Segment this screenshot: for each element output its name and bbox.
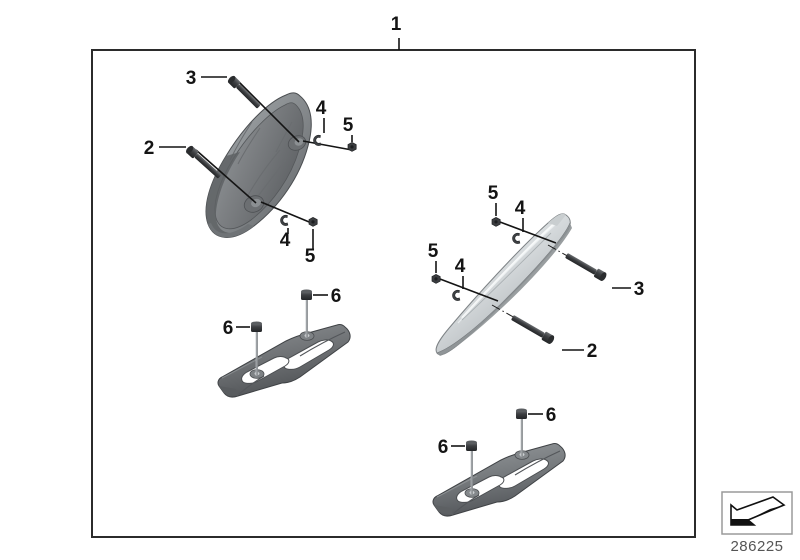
bracket-lower <box>432 443 566 517</box>
screw-6-bracketB-right <box>516 408 527 457</box>
bolt-2-right <box>491 304 555 344</box>
callout-5-right-lower: 5 <box>428 241 439 262</box>
washer-4-left-lower <box>260 201 315 226</box>
callout-6-bracketB-left: 6 <box>438 437 449 458</box>
nut-5-right-lower <box>431 274 499 302</box>
bolt-3-right <box>547 244 607 281</box>
callout-2-right: 2 <box>587 341 598 362</box>
bracket-upper <box>217 324 351 398</box>
part-number: 286225 <box>730 538 783 555</box>
nut-5-left-upper <box>347 142 357 152</box>
screw-6-bracketA-left <box>251 321 262 376</box>
callout-2-left: 2 <box>144 138 155 159</box>
callout-5-left-upper: 5 <box>343 115 354 136</box>
washer-4-right-lower <box>452 289 461 301</box>
callout-3-right: 3 <box>634 279 645 300</box>
screw-6-bracketA-right <box>301 289 312 338</box>
screw-6-bracketB-left <box>466 440 477 495</box>
callout-3-left: 3 <box>186 68 197 89</box>
callout-layer: 1 3 2 4 5 4 5 5 4 5 4 3 2 6 6 6 6 <box>144 14 645 458</box>
callout-4-right-lower: 4 <box>455 256 466 277</box>
bmw-parts-arrow-logo <box>730 496 786 526</box>
callout-4-left-lower: 4 <box>280 230 291 251</box>
callout-1: 1 <box>391 14 402 35</box>
diagram-footer: 286225 <box>721 491 793 555</box>
nut-5-right-upper <box>491 217 557 244</box>
washer-4-left-upper <box>302 134 353 151</box>
bolt-2-left <box>185 145 257 204</box>
callout-4-left-upper: 4 <box>316 98 327 119</box>
callout-4-right-upper: 4 <box>515 198 526 219</box>
callout-6-bracketB-right: 6 <box>546 405 557 426</box>
callout-5-left-lower: 5 <box>305 246 316 267</box>
callout-5-right-upper: 5 <box>488 183 499 204</box>
washer-4-right-upper <box>512 232 521 244</box>
nut-5-left-lower <box>308 217 318 227</box>
assembly-frame <box>91 49 696 538</box>
callout-6-bracketA-right: 6 <box>331 286 342 307</box>
mirror-right-silver <box>435 213 572 356</box>
bolt-3-left <box>227 75 300 143</box>
callout-6-bracketA-left: 6 <box>223 318 234 339</box>
